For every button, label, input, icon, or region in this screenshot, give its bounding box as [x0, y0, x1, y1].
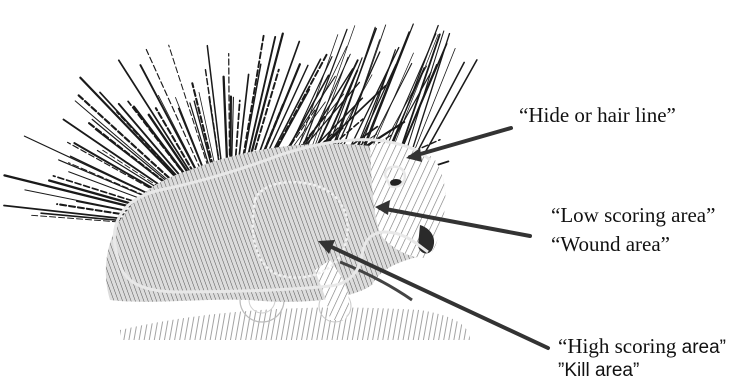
label-hide-line: “Hide or hair line”	[519, 105, 676, 126]
label-wound-area: “Wound area”	[551, 234, 670, 255]
label-high-scoring-area: “High scoring area”	[558, 336, 726, 357]
label-low-scoring-area: “Low scoring area”	[551, 205, 715, 226]
arrow-hide-line	[410, 128, 511, 157]
label-kill-area: ”Kill area”	[558, 361, 639, 380]
label-high-scoring-suffix: area”	[682, 337, 726, 358]
quill	[409, 34, 450, 161]
label-high-scoring-prefix: “High scoring	[558, 334, 682, 358]
